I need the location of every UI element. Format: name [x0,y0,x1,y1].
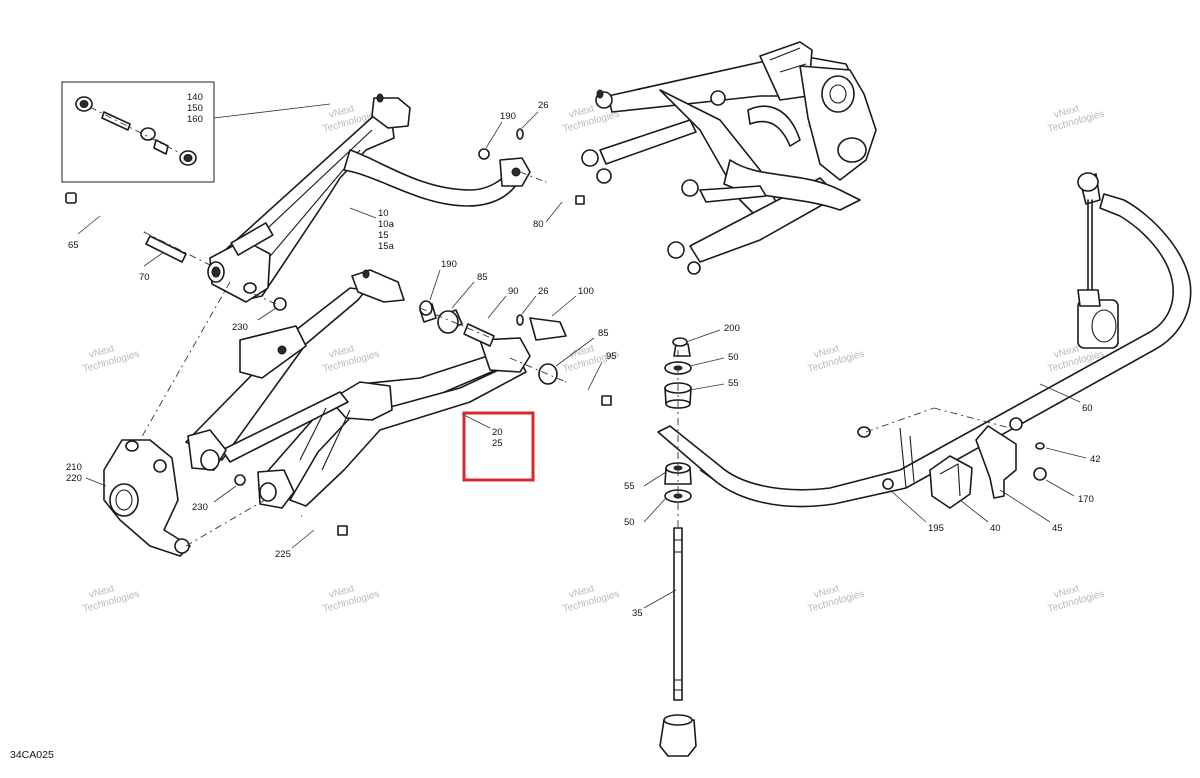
callout-label: 40 [990,523,1001,534]
callout-label: 95 [606,351,617,362]
diagram-code: 34CA025 [10,749,54,761]
callout-label: 55 [624,481,635,492]
callout-label: 70 [139,272,150,283]
sway-bar-bracket-hardware [865,407,1087,523]
callout-label: 85 [598,328,609,339]
callout-label: 26 [538,100,549,111]
lower-a-arm [185,269,531,509]
highlight-box [462,411,535,482]
callout-label: 230 [232,322,248,333]
callout-label: 220 [66,473,82,484]
callout-label: 160 [187,114,203,125]
lower-arm-hardware [139,269,612,549]
callout-label: 80 [533,219,544,230]
upper-arm-hardware [65,111,585,321]
callout-label: 190 [441,259,457,270]
callout-label: 195 [928,523,944,534]
callout-label: 10 [378,208,389,219]
callout-label: 15 [378,230,389,241]
callout-label: 45 [1052,523,1063,534]
callout-label: 10a [378,219,395,230]
callout-label: 140 [187,92,203,103]
callout-label: 230 [192,502,208,513]
callout-label: 55 [728,378,739,389]
vehicle-frame [581,41,877,275]
callout-label: 26 [538,286,549,297]
callout-label: 25 [492,438,503,449]
callout-label: 150 [187,103,203,114]
bushing-kit-inset [61,81,331,183]
callout-label: 15a [378,241,395,252]
callout-label: 100 [578,286,594,297]
callout-label: 225 [275,549,291,560]
callout-label: 42 [1090,454,1101,465]
callout-label: 50 [728,352,739,363]
sway-link-stack [643,329,725,757]
callout-label: 65 [68,240,79,251]
callout-label: 35 [632,608,643,619]
upper-a-arm [207,93,531,303]
callout-label: 85 [477,272,488,283]
sway-bar [657,172,1192,508]
callout-label: 210 [66,462,82,473]
knuckle [85,439,269,557]
callout-label: 170 [1078,494,1094,505]
callout-label: 60 [1082,403,1093,414]
callout-labels: 140 150 160 10 10a 15 15a 190 26 80 65 7… [66,92,1101,619]
callout-label: 190 [500,111,516,122]
callout-label: 50 [624,517,635,528]
callout-label: 200 [724,323,740,334]
callout-label: 20 [492,427,503,438]
callout-label: 90 [508,286,519,297]
